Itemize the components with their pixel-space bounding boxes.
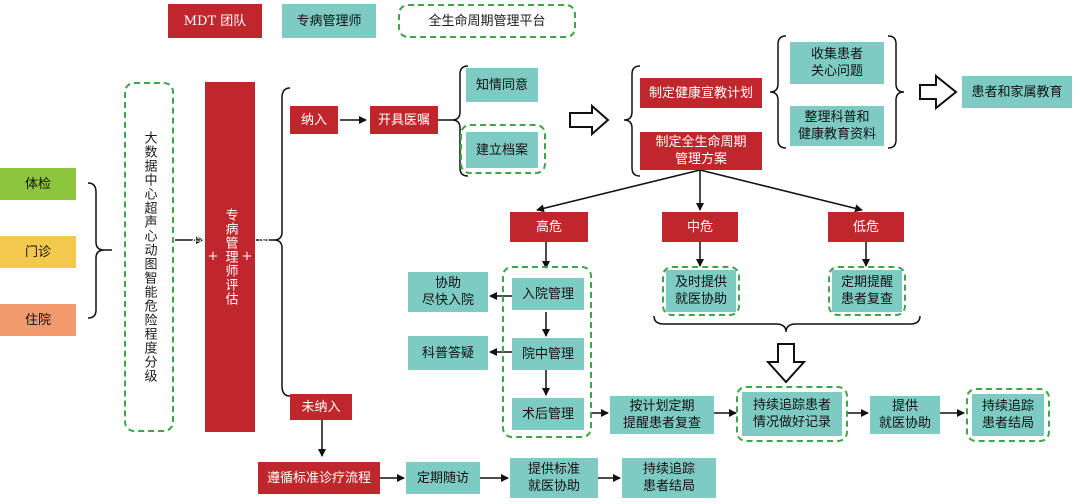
informed-consent-box: 知情同意 xyxy=(466,68,538,102)
not-enroll-box: 未纳入 xyxy=(290,394,352,420)
hollow-arrow-to-family xyxy=(919,73,958,111)
organize-materials: 整理科普和 健康教育资料 xyxy=(790,106,884,146)
track-record: 持续追踪患者 情况做好记录 xyxy=(742,392,842,436)
low-risk-frame xyxy=(828,266,906,316)
hollow-arrow-down xyxy=(765,343,807,384)
science-qa: 科普答疑 xyxy=(408,336,488,370)
prescribe-box: 开具医嘱 xyxy=(370,106,438,134)
health-education-plan: 制定健康宣教计划 xyxy=(640,78,762,108)
mid-low-brace xyxy=(653,315,921,333)
standard-flow: 遵循标准诊疗流程 xyxy=(258,462,380,494)
mdt-assessment: MDT + 专病管理师评估 + 患者意愿 xyxy=(189,82,272,432)
regular-followup: 定期随访 xyxy=(406,462,480,494)
high-risk-frame xyxy=(502,266,592,438)
in-hospital-management: 院中管理 xyxy=(512,338,584,370)
enroll-box: 纳入 xyxy=(290,106,338,134)
track-record-frame xyxy=(736,386,848,442)
plan-bracket xyxy=(623,65,641,177)
high-risk: 高危 xyxy=(510,212,588,242)
assist-admission: 协助 尽快入院 xyxy=(408,272,488,312)
source-physical-exam: 体检 xyxy=(0,168,76,200)
scheduled-review: 按计划定期 提醒患者复查 xyxy=(610,396,714,434)
collect-concerns: 收集患者 关心问题 xyxy=(790,42,884,84)
regular-reminder: 定期提醒 患者复查 xyxy=(832,270,902,312)
timely-referral: 及时提供 就医协助 xyxy=(666,270,736,312)
mdt-bracket xyxy=(273,87,291,397)
track-outcome-frame xyxy=(966,388,1050,442)
mdt-assessment-text: MDT + 专病管理师评估 + 患者意愿 xyxy=(188,208,272,306)
provide-assist: 提供 就医协助 xyxy=(870,396,940,434)
source-bracket xyxy=(87,182,105,319)
legend-platform: 全生命周期管理平台 xyxy=(398,4,576,38)
create-file-frame xyxy=(460,124,546,174)
admission-management: 入院管理 xyxy=(512,278,584,310)
standard-assist: 提供标准 就医协助 xyxy=(510,458,598,498)
hollow-arrow-to-plans xyxy=(569,103,610,137)
legend-mdt-team: MDT 团队 xyxy=(168,4,262,38)
lifecycle-plan: 制定全生命周期 管理方案 xyxy=(640,132,762,170)
post-op-management: 术后管理 xyxy=(512,398,584,430)
big-data-text: 大数据中心超声心动图智能危险程度分级 xyxy=(141,131,157,383)
family-education: 患者和家属教育 xyxy=(962,76,1072,108)
mid-risk-frame xyxy=(662,266,740,316)
legend-specialist-manager: 专病管理师 xyxy=(282,4,376,38)
mid-risk: 中危 xyxy=(662,212,738,242)
material-bracket xyxy=(769,35,787,149)
big-data-grading: 大数据中心超声心动图智能危险程度分级 xyxy=(124,82,174,432)
create-file-box: 建立档案 xyxy=(466,132,538,168)
source-inpatient: 住院 xyxy=(0,304,76,336)
source-outpatient: 门诊 xyxy=(0,236,76,268)
low-risk: 低危 xyxy=(828,212,904,242)
track-outcome-right: 持续追踪 患者结局 xyxy=(972,394,1044,436)
track-outcome-bottom: 持续追踪 患者结局 xyxy=(622,458,716,498)
